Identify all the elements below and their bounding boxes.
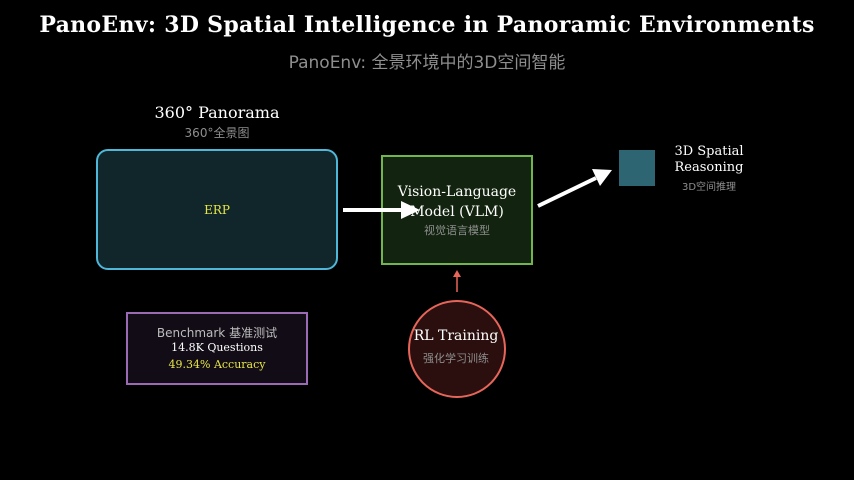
vlm-sublabel: 视觉语言模型: [424, 224, 490, 237]
arrow-erp-to-vlm: [343, 201, 420, 219]
erp-label: ERP: [204, 202, 230, 217]
diagram-subtitle: PanoEnv: 全景环境中的3D空间智能: [288, 53, 566, 73]
vlm-title: Vision-Language Model (VLM): [381, 182, 533, 222]
arrow-vlm-to-output: [537, 169, 612, 208]
vlm-title-line2: Model (VLM): [410, 204, 504, 220]
benchmark-questions: 14.8K Questions: [171, 341, 263, 354]
benchmark-box: [126, 312, 308, 385]
output-sublabel: 3D空间推理: [681, 182, 737, 193]
rl-training-title: RL Training: [413, 328, 499, 344]
output-square-icon: [619, 150, 655, 186]
output-title-line1: 3D Spatial: [674, 144, 744, 159]
rl-training-sublabel: 强化学习训练: [423, 352, 489, 365]
benchmark-heading: Benchmark 基准测试: [156, 326, 278, 340]
arrow-rl-to-vlm: [453, 270, 461, 292]
panorama-label: 360° Panorama: [154, 103, 280, 122]
diagram-title: PanoEnv: 3D Spatial Intelligence in Pano…: [39, 12, 815, 38]
output-title: 3D Spatial Reasoning: [662, 144, 756, 176]
output-title-line2: Reasoning: [674, 160, 744, 175]
panorama-sublabel: 360°全景图: [184, 126, 250, 140]
vlm-title-line1: Vision-Language: [397, 184, 517, 200]
erp-panorama-box: ERP: [96, 149, 338, 270]
rl-training-circle: [408, 300, 506, 398]
benchmark-accuracy: 49.34% Accuracy: [168, 358, 266, 371]
